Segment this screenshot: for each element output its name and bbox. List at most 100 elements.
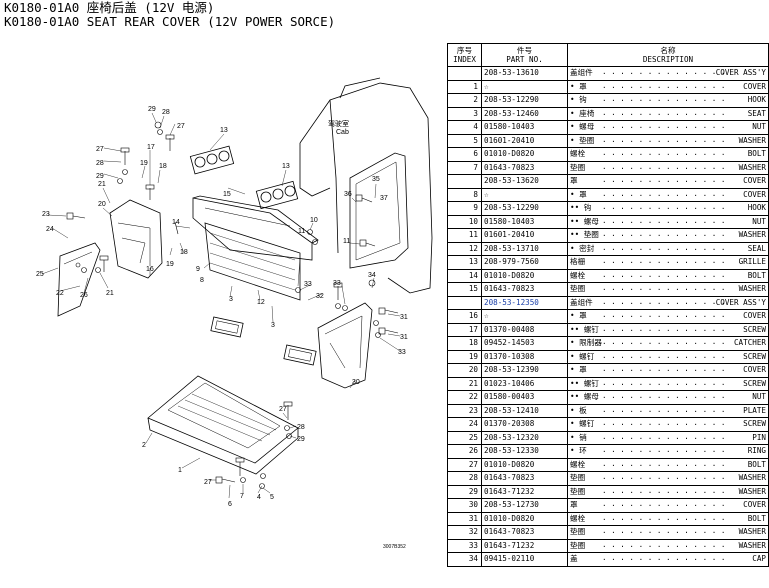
row-description: •• 螺母. . . . . . . . . . . . . . . . . .… <box>567 214 769 229</box>
callout-15: 15 <box>223 191 231 198</box>
row-description-cn: •• 螺钉 <box>570 378 599 388</box>
callout-16: 16 <box>146 266 154 273</box>
row-part-number: 01010-D0820 <box>481 147 568 162</box>
row-description-cn: 螺栓 <box>570 513 586 523</box>
row-index: 17 <box>447 322 482 337</box>
row-description-cn: • 钩 <box>570 95 587 104</box>
row-description-en: COVER ASS'Y <box>714 68 766 79</box>
table-row: 8☆• 罩. . . . . . . . . . . . . . . . . .… <box>447 187 769 202</box>
row-description-en: WASHER <box>737 135 766 146</box>
row-leader-dots: . . . . . . . . . . . . . . . . . . . . … <box>602 188 730 198</box>
row-description-cn: 垫圈 <box>570 527 586 536</box>
row-description: • 罩. . . . . . . . . . . . . . . . . . .… <box>567 309 769 324</box>
callout-35: 35 <box>372 176 380 183</box>
row-index: 7 <box>447 160 482 175</box>
page-title-en: K0180-01A0 SEAT REAR COVER (12V POWER SO… <box>4 14 336 29</box>
row-index: 25 <box>447 430 482 445</box>
row-leader-dots: . . . . . . . . . . . . . . . . . . . . … <box>602 67 730 76</box>
callout-10: 10 <box>310 217 318 224</box>
callout-6: 6 <box>228 501 232 508</box>
callout-5: 5 <box>270 494 274 501</box>
callout-30: 30 <box>352 379 360 386</box>
callout-34: 34 <box>368 272 376 279</box>
row-description-en: WASHER <box>737 540 766 551</box>
row-description-en: CATCHER <box>732 338 766 349</box>
callout-20: 20 <box>98 201 106 208</box>
row-description-en: WASHER <box>737 486 766 497</box>
row-index: 26 <box>447 444 482 459</box>
row-leader-dots: . . . . . . . . . . . . . . . . . . . . … <box>602 553 730 562</box>
row-leader-dots: . . . . . . . . . . . . . . . . . . . . … <box>602 512 730 522</box>
row-description-en: COVER <box>742 189 766 200</box>
row-leader-dots: . . . . . . . . . . . . . . . . . . . . … <box>602 404 730 414</box>
callout-27a: 27 <box>177 123 185 130</box>
row-description: 螺栓. . . . . . . . . . . . . . . . . . . … <box>567 268 769 283</box>
row-description: 垫圈. . . . . . . . . . . . . . . . . . . … <box>567 525 769 540</box>
row-description-cn: • 螺钉 <box>570 351 595 361</box>
callout-26: 26 <box>80 292 88 299</box>
row-description-en: NUT <box>751 122 766 133</box>
callout-1: 1 <box>178 467 182 474</box>
callout-27b: 27 <box>96 146 104 153</box>
row-description-en: PIN <box>751 432 766 443</box>
row-index: 10 <box>447 214 482 229</box>
row-description: • 罩. . . . . . . . . . . . . . . . . . .… <box>567 79 769 94</box>
row-part-number: 208-53-12730 <box>481 498 568 513</box>
row-index: 12 <box>447 241 482 256</box>
row-description-en: GRILLE <box>737 257 766 268</box>
row-index: 11 <box>447 228 482 243</box>
row-part-number: 208-53-12350 <box>481 295 568 310</box>
row-description-en: COVER ASS'Y <box>714 297 766 308</box>
table-row: 1☆• 罩. . . . . . . . . . . . . . . . . .… <box>447 79 769 94</box>
callout-3b: 3 <box>271 322 275 329</box>
callout-23: 23 <box>42 211 50 218</box>
callout-18a: 18 <box>159 163 167 170</box>
callout-17: 17 <box>147 144 155 151</box>
row-leader-dots: . . . . . . . . . . . . . . . . . . . . … <box>602 337 730 346</box>
callout-33c: 33 <box>398 349 406 356</box>
row-description: • 限制器. . . . . . . . . . . . . . . . . .… <box>567 336 769 351</box>
row-description-en: HOOK <box>746 95 766 106</box>
row-description-cn: • 螺钉 <box>570 419 595 428</box>
row-description: • 环. . . . . . . . . . . . . . . . . . .… <box>567 444 769 459</box>
row-part-number: 01643-70823 <box>481 525 568 540</box>
row-index: 8 <box>447 187 482 202</box>
callout-25: 25 <box>36 271 44 278</box>
row-leader-dots: . . . . . . . . . . . . . . . . . . . . … <box>602 107 730 117</box>
row-leader-dots: . . . . . . . . . . . . . . . . . . . . … <box>602 94 730 103</box>
row-description-en: NUT <box>751 216 766 227</box>
row-part-number: 208-53-12290 <box>481 201 568 216</box>
row-description-en: COVER <box>742 176 766 187</box>
row-description: 垫圈. . . . . . . . . . . . . . . . . . . … <box>567 282 769 297</box>
row-description-cn: • 板 <box>570 405 587 415</box>
callout-32: 32 <box>316 293 324 300</box>
diagram-svg: 29 28 27 27 28 29 17 19 18 21 20 23 24 2… <box>36 77 433 550</box>
callout-13b: 13 <box>282 163 290 170</box>
row-description-en: WASHER <box>737 284 766 295</box>
callout-22: 22 <box>56 290 64 297</box>
exploded-parts-diagram: 29 28 27 27 28 29 17 19 18 21 20 23 24 2… <box>0 38 445 588</box>
row-index: 27 <box>447 457 482 472</box>
row-description-en: WASHER <box>737 162 766 173</box>
row-index: 20 <box>447 363 482 378</box>
row-part-number: 208-53-13620 <box>481 174 568 189</box>
callout-11a: 11 <box>298 228 305 235</box>
cab-label-en: Cab <box>336 129 349 136</box>
row-description: • 垫圈. . . . . . . . . . . . . . . . . . … <box>567 133 769 148</box>
row-description-en: SEAT <box>746 108 766 119</box>
page-title-cn: K0180-01A0 座椅后盖 (12V 电源) <box>4 0 215 15</box>
callout-21a: 21 <box>98 181 106 188</box>
row-description-en: COVER <box>742 365 766 376</box>
row-index: 13 <box>447 255 482 270</box>
row-leader-dots: . . . . . . . . . . . . . . . . . . . . … <box>602 472 730 481</box>
row-description: 螺栓. . . . . . . . . . . . . . . . . . . … <box>567 457 769 472</box>
row-index: 30 <box>447 498 482 513</box>
row-leader-dots: . . . . . . . . . . . . . . . . . . . . … <box>602 310 730 319</box>
row-part-number: 01580-10403 <box>481 120 568 135</box>
